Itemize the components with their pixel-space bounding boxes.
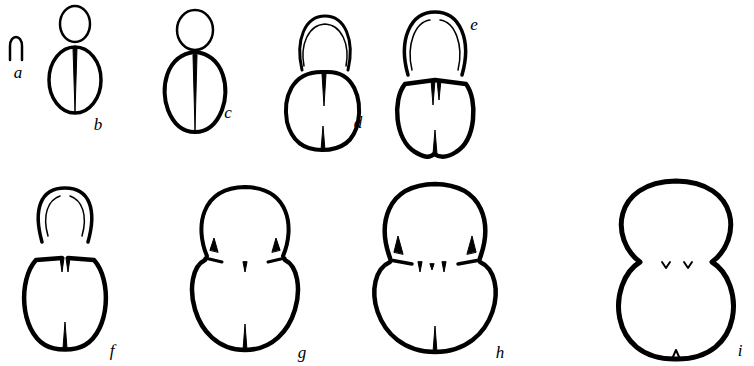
stage-letter: e (470, 16, 478, 33)
stage-letter: i (738, 342, 743, 359)
stage-d-figure (286, 16, 359, 150)
stage-b-figure (49, 6, 101, 113)
stage-letter: a (14, 64, 23, 81)
stage-e-figure (397, 12, 473, 157)
stage-letter: f (110, 342, 115, 359)
stage-h-figure (374, 184, 495, 352)
stage-letter: b (94, 116, 103, 133)
stage-f-figure (24, 188, 106, 350)
stage-letter: d (354, 114, 363, 131)
stage-letter: c (224, 104, 232, 121)
stage-a-figure (10, 37, 22, 60)
stage-i-figure (619, 181, 734, 359)
stage-c-figure (165, 10, 226, 132)
stage-g-figure (192, 187, 298, 350)
stage-letter: h (496, 344, 505, 361)
stage-letter: g (298, 344, 307, 361)
